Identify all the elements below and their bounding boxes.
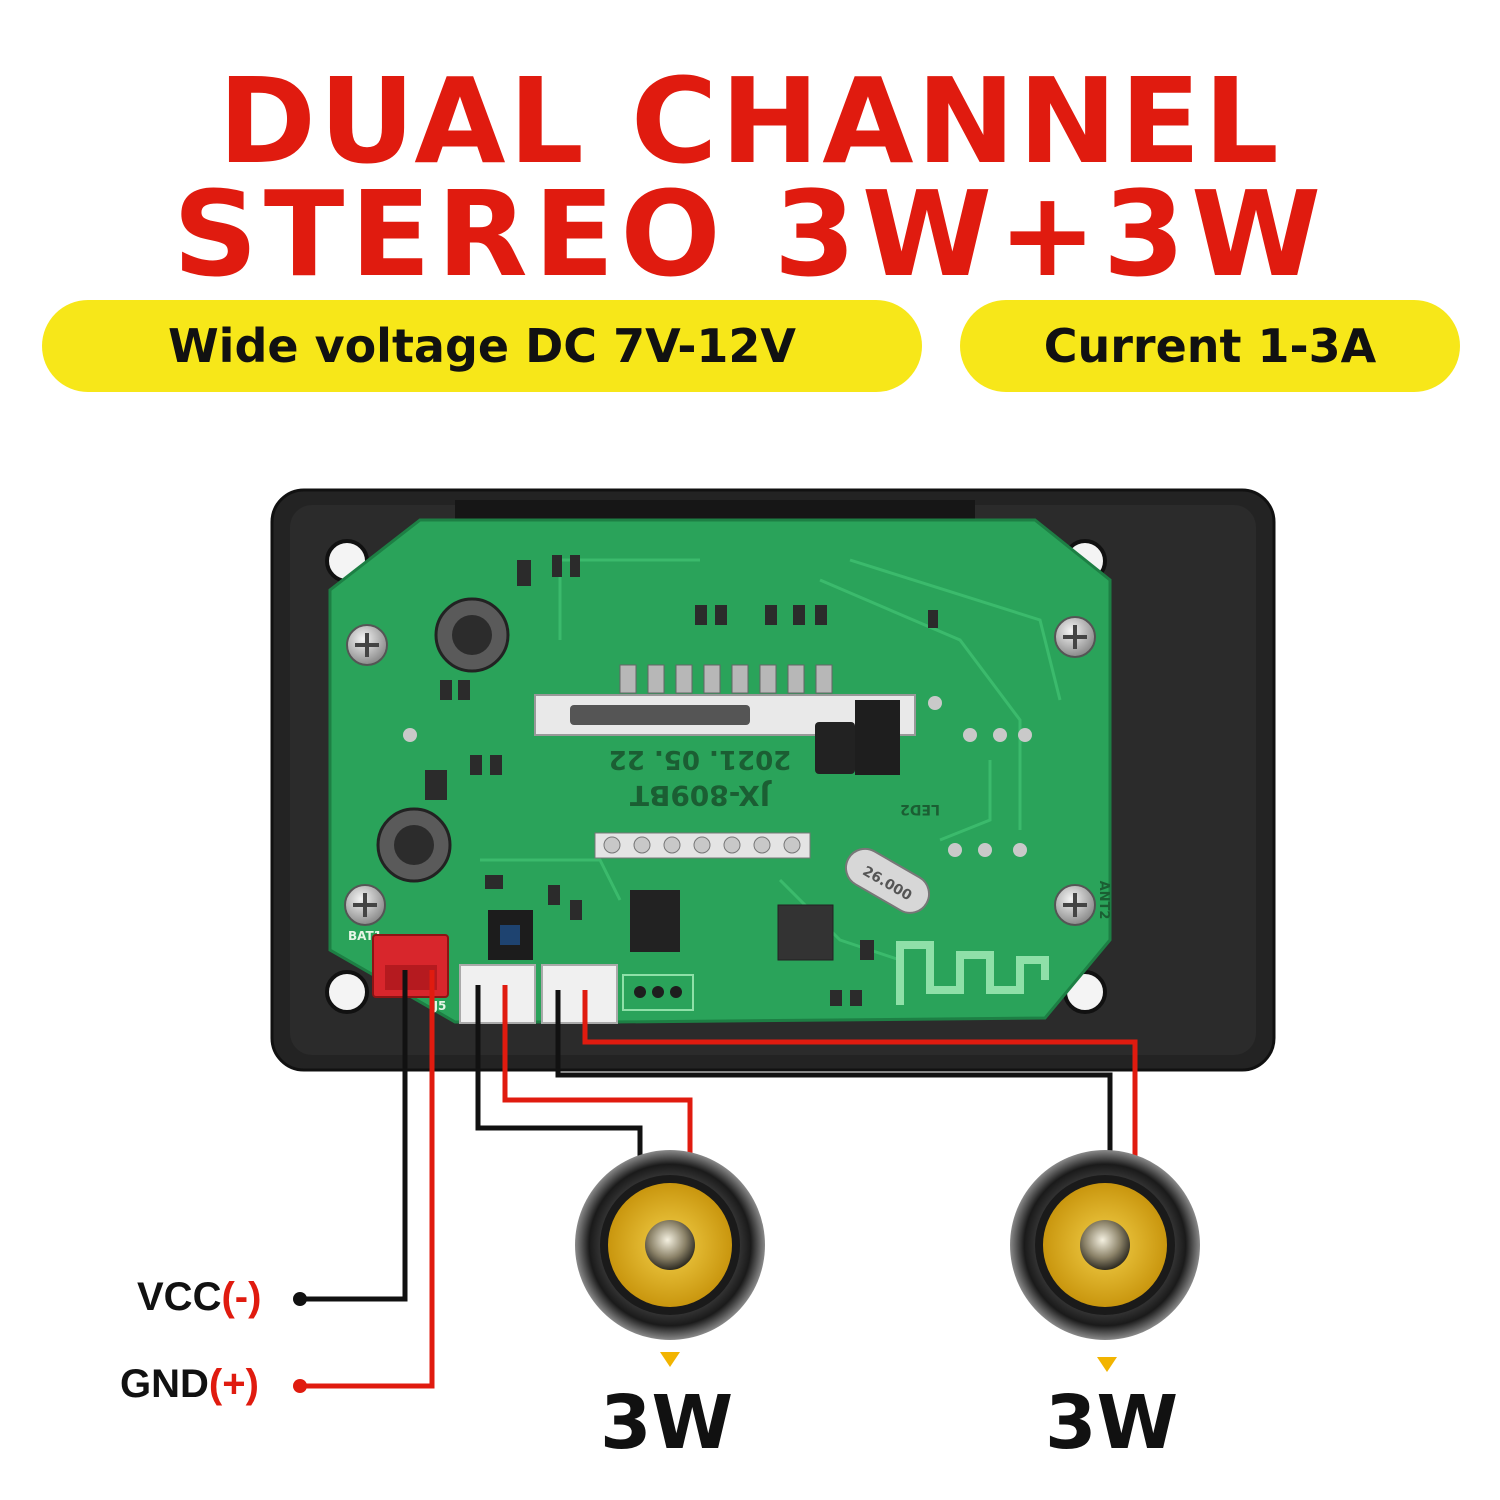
speaker-connector-left xyxy=(459,964,536,1024)
speaker-right xyxy=(1010,1150,1200,1340)
voltage-badge: Wide voltage DC 7V-12V xyxy=(42,300,922,392)
arrow-down-icon xyxy=(660,1352,680,1367)
speaker-right-watt: 3W xyxy=(1045,1380,1179,1466)
port-j5-label: J5 xyxy=(433,999,447,1013)
arrow-down-icon xyxy=(1097,1357,1117,1372)
transistor xyxy=(815,722,855,774)
headline-line-2: STEREO 3W+3W xyxy=(172,165,1328,303)
speaker-left xyxy=(575,1150,765,1340)
vcc-name: VCC xyxy=(137,1275,222,1319)
speaker-connector-right xyxy=(541,964,618,1024)
vcc-label: VCC(-) xyxy=(137,1275,261,1320)
antenna-label: ANT2 xyxy=(1096,881,1111,920)
board-date: 2021. 05. 22 xyxy=(609,744,792,774)
vcc-sign: (-) xyxy=(221,1275,262,1319)
board-model: JX-809BT xyxy=(630,779,772,812)
pcb-antenna xyxy=(896,941,1049,1005)
gnd-terminal-dot xyxy=(293,1379,307,1393)
header-pins-bottom xyxy=(594,832,811,859)
current-badge: Current 1-3A xyxy=(960,300,1460,392)
gnd-sign: (+) xyxy=(208,1362,259,1406)
gnd-name: GND xyxy=(120,1362,209,1406)
crystal-oscillator xyxy=(844,847,931,914)
vcc-terminal-dot xyxy=(293,1292,307,1306)
speaker-left-watt: 3W xyxy=(600,1380,734,1466)
led-label: LED2 xyxy=(900,801,940,817)
headline-line-1: DUAL CHANNEL xyxy=(218,52,1282,190)
screws xyxy=(344,616,1096,926)
chip-u3 xyxy=(630,890,680,952)
header-pins-top xyxy=(619,664,833,694)
chip-bt xyxy=(777,904,834,961)
gnd-label: GND(+) xyxy=(120,1362,259,1407)
